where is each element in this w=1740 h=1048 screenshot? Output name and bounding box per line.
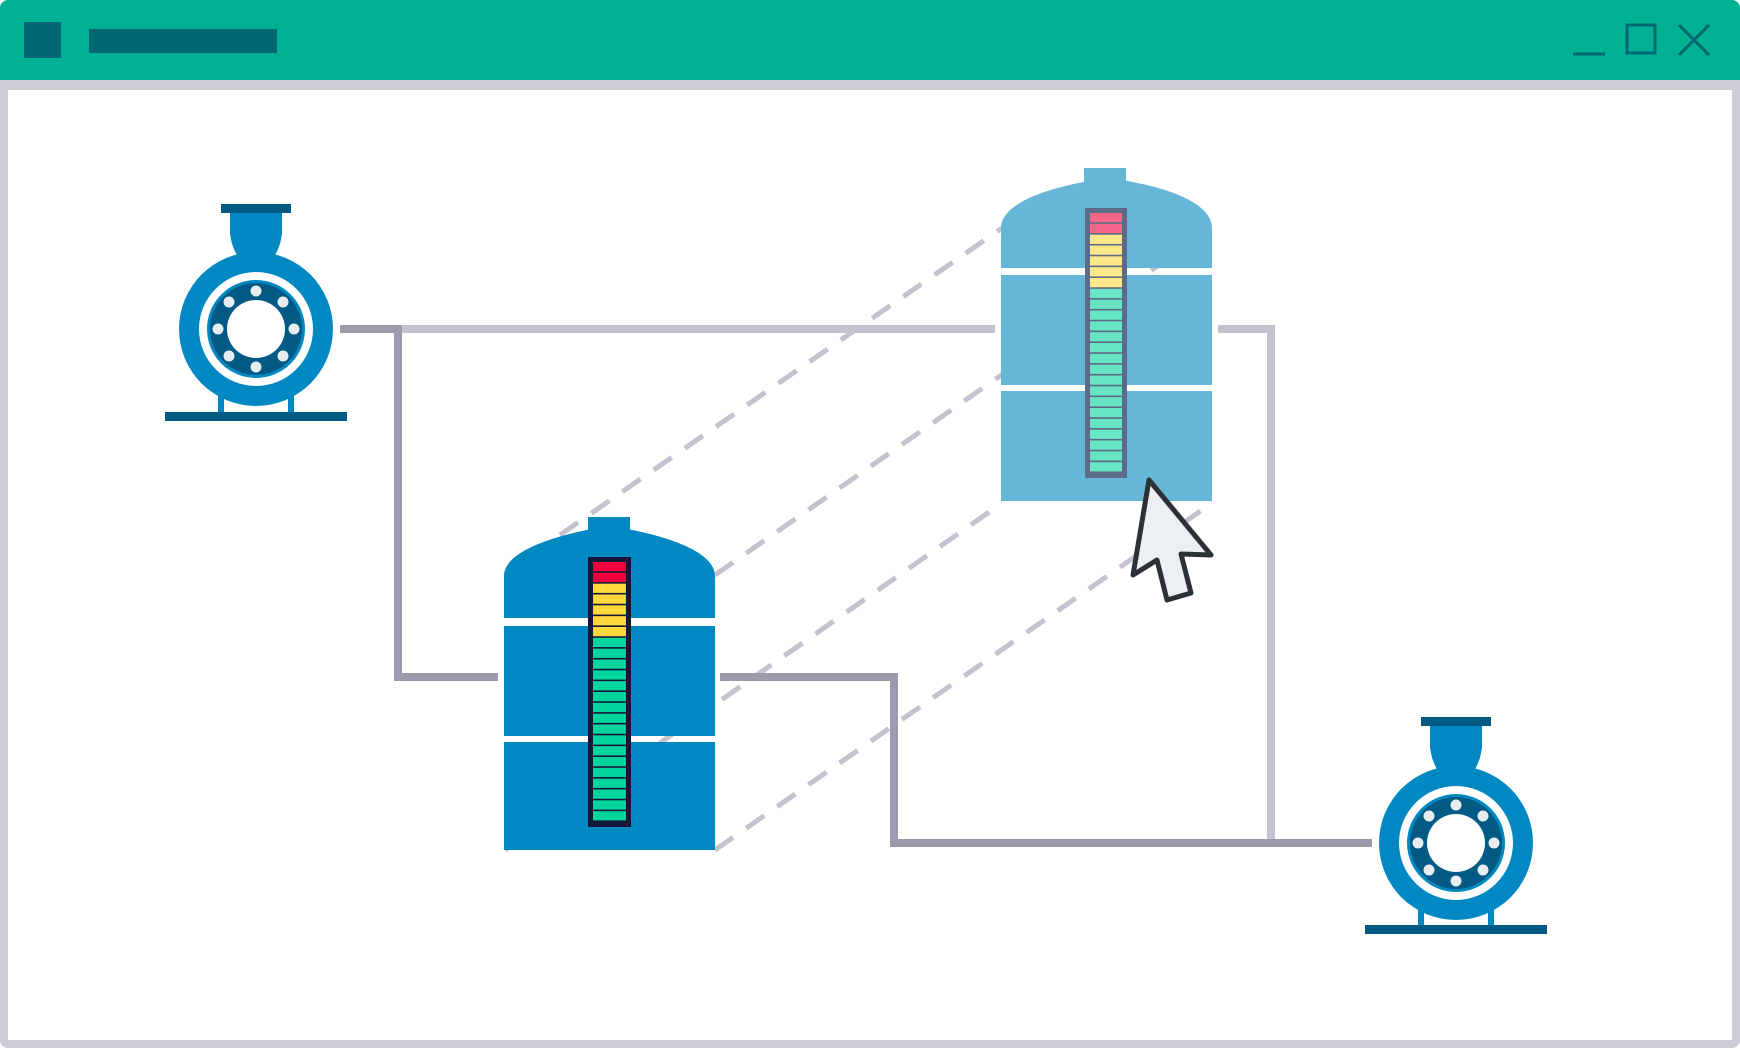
title-bar [0, 0, 1740, 80]
gauge-segment [593, 778, 626, 788]
gauge-segment [1090, 343, 1122, 353]
pump-bottom-right[interactable] [1365, 717, 1547, 934]
gauge-segment [1090, 375, 1122, 385]
gauge-segment [593, 692, 626, 702]
gauge-segment [1090, 288, 1122, 299]
gauge-segment [1090, 397, 1122, 407]
gauge-segment [1090, 234, 1122, 244]
gauge-segment [593, 583, 626, 593]
gauge-segment [593, 648, 626, 658]
app-icon [24, 22, 61, 58]
gauge-segment [593, 724, 626, 734]
gauge-segment [1090, 321, 1122, 331]
gauge-segment [1090, 245, 1122, 255]
tank-front-level-gauge [588, 557, 631, 827]
gauge-segment [593, 800, 626, 810]
pump-top-left[interactable] [165, 204, 347, 421]
tank-front[interactable] [504, 517, 715, 850]
gauge-segment [593, 735, 626, 745]
mouse-cursor-icon [1130, 477, 1214, 603]
gauge-segment [1090, 256, 1122, 266]
gauge-segment [1090, 310, 1122, 320]
gauge-segment [593, 789, 626, 799]
gauge-segment [593, 616, 626, 626]
gauge-segment [593, 659, 626, 669]
gauge-segment [593, 757, 626, 767]
gauge-segment [1090, 278, 1122, 288]
gauge-segment [1090, 418, 1122, 429]
gauge-segment [1090, 267, 1122, 277]
pipe-dark [340, 325, 1372, 847]
gauge-segment [1090, 223, 1122, 234]
gauge-segment [1090, 299, 1122, 309]
gauge-segment [1090, 386, 1122, 396]
gauge-segment [1090, 213, 1122, 223]
gauge-segment [1090, 332, 1122, 342]
gauge-segment [1090, 462, 1122, 472]
gauge-segment [593, 572, 626, 583]
gauge-segment [593, 594, 626, 604]
gauge-segment [1090, 364, 1122, 374]
gauge-segment [593, 681, 626, 691]
pump-icon [1365, 717, 1547, 934]
gauge-segment [593, 627, 626, 637]
gauge-segment [593, 713, 626, 723]
pump-icon [165, 204, 347, 421]
gauge-segment [593, 746, 626, 756]
gauge-segment [593, 670, 626, 680]
gauge-segment [593, 811, 626, 821]
gauge-segment [1090, 408, 1122, 418]
gauge-segment [1090, 353, 1122, 364]
close-icon[interactable] [1677, 23, 1711, 57]
tank-back[interactable] [1001, 168, 1212, 501]
window-title-bar-placeholder [89, 29, 277, 53]
gauge-segment [593, 562, 626, 572]
gauge-segment [593, 637, 626, 648]
gauge-segment [1090, 440, 1122, 450]
maximize-icon[interactable] [1625, 23, 1657, 55]
pipe-light [340, 325, 1275, 843]
gauge-segment [593, 702, 626, 713]
gauge-segment [593, 767, 626, 778]
gauge-segment [1090, 451, 1122, 461]
gauge-segment [593, 605, 626, 615]
gauge-segment [1090, 429, 1122, 439]
tank-back-level-gauge [1085, 208, 1127, 478]
